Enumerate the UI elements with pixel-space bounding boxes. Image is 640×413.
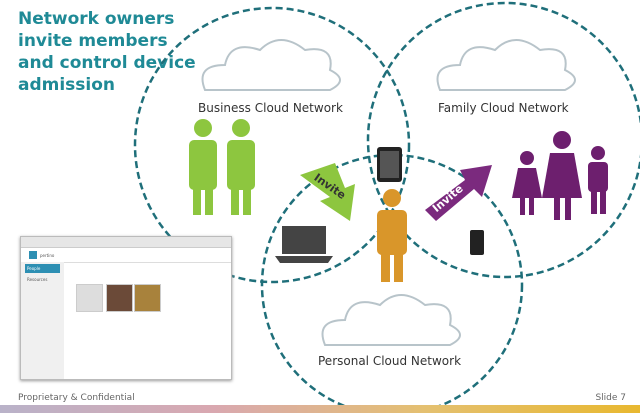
footer-confidential: Proprietary & Confidential [18, 393, 135, 403]
person-card [134, 284, 161, 312]
personal-person-icon [377, 189, 407, 282]
nav-resources: Resources [27, 277, 48, 282]
cloud-icons [201, 39, 576, 346]
nav-people: People [25, 264, 60, 273]
business-circle [133, 6, 411, 284]
person-card [76, 284, 103, 312]
slide-number: Slide 7 [595, 393, 626, 403]
invite-arrow-purple [425, 165, 492, 221]
app-screenshot: pertino People Resources [20, 236, 232, 380]
footer-bar [0, 405, 640, 413]
business-network-label: Business Cloud Network [198, 101, 343, 115]
family-people-icon [512, 131, 608, 220]
business-people-icon [189, 119, 255, 215]
slide-title: Network owners invite members and contro… [18, 9, 196, 95]
personal-circle [260, 153, 524, 413]
family-circle [366, 1, 640, 279]
personal-network-label: Personal Cloud Network [318, 354, 462, 368]
logo-text: pertino [40, 252, 55, 258]
person-card [106, 284, 133, 312]
browser-chrome [21, 237, 231, 248]
invite-arrow-green [300, 163, 355, 221]
family-network-label: Family Cloud Network [438, 101, 569, 115]
devices [275, 147, 484, 263]
phone-icon [470, 230, 484, 255]
laptop-icon [275, 226, 333, 263]
logo-icon [29, 251, 37, 259]
